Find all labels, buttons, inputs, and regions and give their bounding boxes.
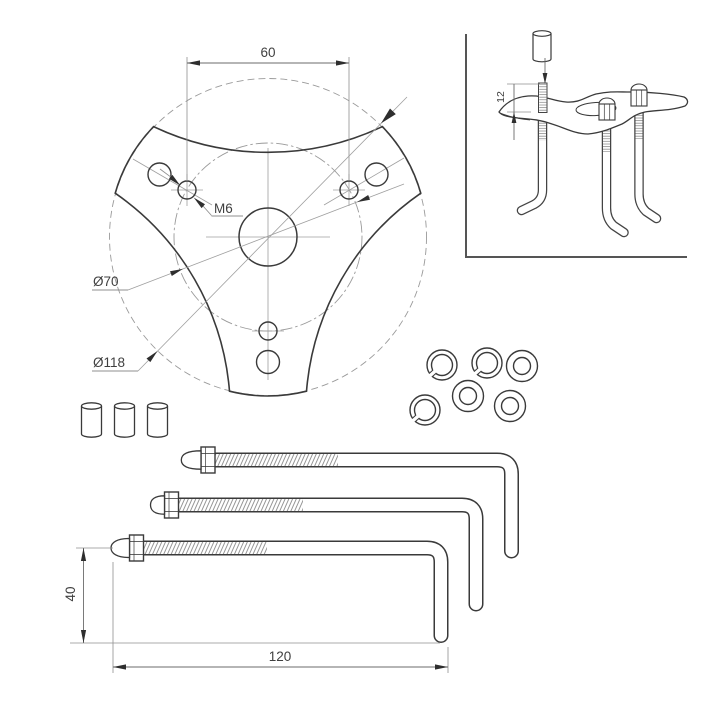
inset-frame: [465, 34, 687, 258]
dim-12-label: 12: [495, 91, 507, 103]
inset-spacer: [532, 30, 552, 63]
inset-nut: [598, 97, 616, 121]
anchor-bolt-1: [180, 446, 519, 559]
dim-60: 60: [186, 45, 350, 181]
anchor-bolt-2: [149, 491, 484, 612]
callout-m6: M6: [159, 168, 243, 217]
dia70-label: Ø70: [93, 274, 119, 289]
dim-dia70: Ø70: [92, 183, 405, 291]
dim-40-label: 40: [63, 586, 78, 601]
dim-40: 40: [63, 547, 440, 644]
dim-120: 120: [112, 562, 449, 673]
split-washer: [427, 350, 457, 380]
dim-12: 12: [495, 58, 548, 140]
spacer-sleeve: [113, 402, 136, 438]
split-washer: [472, 348, 502, 378]
inset-nut: [630, 83, 648, 107]
split-washer: [410, 395, 440, 425]
spacer-sleeve: [146, 402, 169, 438]
center-hole: [238, 207, 298, 267]
centerlines: [132, 148, 405, 380]
dim-dia118: Ø118: [92, 96, 408, 372]
anchor-bolt-3: [110, 534, 449, 643]
flange-top-view: 60 M6 Ø70 Ø118: [92, 45, 427, 397]
m6-hole: [258, 321, 278, 341]
dia118-label: Ø118: [93, 355, 125, 370]
mount-hole: [255, 349, 281, 375]
flat-washer: [505, 349, 539, 383]
inset-stud: [538, 82, 548, 113]
spacer-sleeve: [80, 402, 103, 438]
inset-bolts: [516, 107, 662, 238]
spacer-sleeves: [80, 402, 169, 438]
flat-washer: [493, 389, 527, 423]
mount-hole: [364, 162, 389, 187]
dim-60-label: 60: [260, 45, 275, 60]
mount-hole: [147, 162, 172, 187]
washers: [410, 348, 539, 425]
flat-washer: [451, 379, 485, 413]
dim-120-label: 120: [269, 649, 292, 664]
flange-outline: [114, 125, 422, 397]
plate-slot: [575, 101, 617, 117]
detail-inset: 12: [465, 30, 689, 258]
inset-plate: [498, 91, 689, 135]
thread-label: M6: [214, 201, 233, 216]
